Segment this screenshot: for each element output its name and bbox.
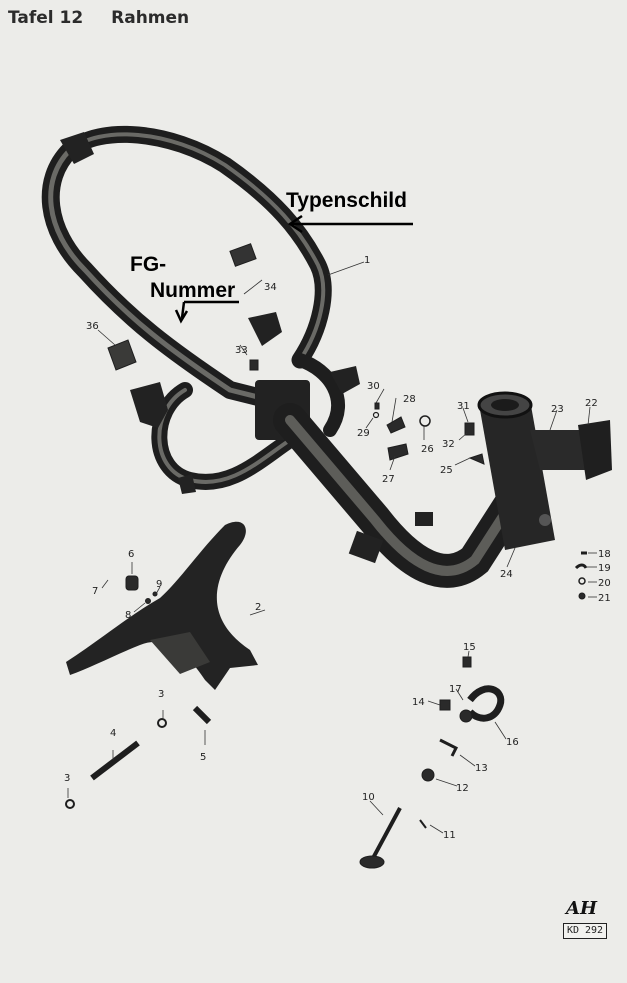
part-number: 11 <box>443 830 456 841</box>
rear-head <box>477 391 612 550</box>
part-number: 13 <box>475 763 488 774</box>
part-number: 9 <box>156 579 162 590</box>
part-number: 24 <box>500 569 513 580</box>
fg-label-line1: FG- <box>130 253 167 276</box>
part-number: 19 <box>598 563 611 574</box>
leader-lines <box>67 261 597 834</box>
part-number: 21 <box>598 593 611 604</box>
fg-label-line2: Nummer <box>150 279 236 302</box>
part-number: 15 <box>463 642 476 653</box>
part-number: 34 <box>264 282 277 293</box>
part-number-labels: 1 2 3 3 4 5 6 7 8 9 10 11 12 13 14 15 16… <box>64 255 611 841</box>
part-number: 31 <box>457 401 470 412</box>
part-number: 6 <box>128 549 134 560</box>
part-number: 18 <box>598 549 611 560</box>
part-number: 5 <box>200 752 206 763</box>
part-number: 16 <box>506 737 519 748</box>
part-number: 10 <box>362 792 375 803</box>
plate-number: Tafel 12 <box>8 8 84 28</box>
part-number: 20 <box>598 578 611 589</box>
catalog-code: KD 292 <box>563 923 607 939</box>
part-number: 29 <box>357 428 370 439</box>
part-number: 23 <box>551 404 564 415</box>
part-number: 1 <box>364 255 370 266</box>
part-number: 4 <box>110 728 116 739</box>
part-number: 27 <box>382 474 395 485</box>
small-parts <box>65 243 588 869</box>
publisher-logo: AH <box>566 898 597 919</box>
part-number: 8 <box>125 610 131 621</box>
part-number: 17 <box>449 684 462 695</box>
part-number: 33 <box>235 345 248 356</box>
typenschild-arrow <box>287 214 413 234</box>
part-number: 22 <box>585 398 598 409</box>
fg-nummer-arrow <box>174 300 239 324</box>
part-number: 32 <box>442 439 455 450</box>
part-number: 36 <box>86 321 99 332</box>
part-number: 7 <box>92 586 98 597</box>
spine-brackets <box>348 512 433 564</box>
plate-header: Tafel 12 Rahmen <box>8 8 211 28</box>
part-number: 12 <box>456 783 469 794</box>
typenschild-label: Typenschild <box>286 189 407 212</box>
part-number: 25 <box>440 465 453 476</box>
cradle-part <box>66 521 258 690</box>
part-number: 2 <box>255 602 261 613</box>
frame-loop <box>41 125 346 490</box>
frame-brackets <box>60 132 360 494</box>
part-number: 3 <box>158 689 164 700</box>
part-number: 28 <box>403 394 416 405</box>
part-number: 3 <box>64 773 70 784</box>
plate-title: Rahmen <box>111 8 190 28</box>
part-number: 26 <box>421 444 434 455</box>
part-number: 30 <box>367 381 380 392</box>
spine-tube <box>273 403 537 588</box>
part-number: 14 <box>412 697 425 708</box>
